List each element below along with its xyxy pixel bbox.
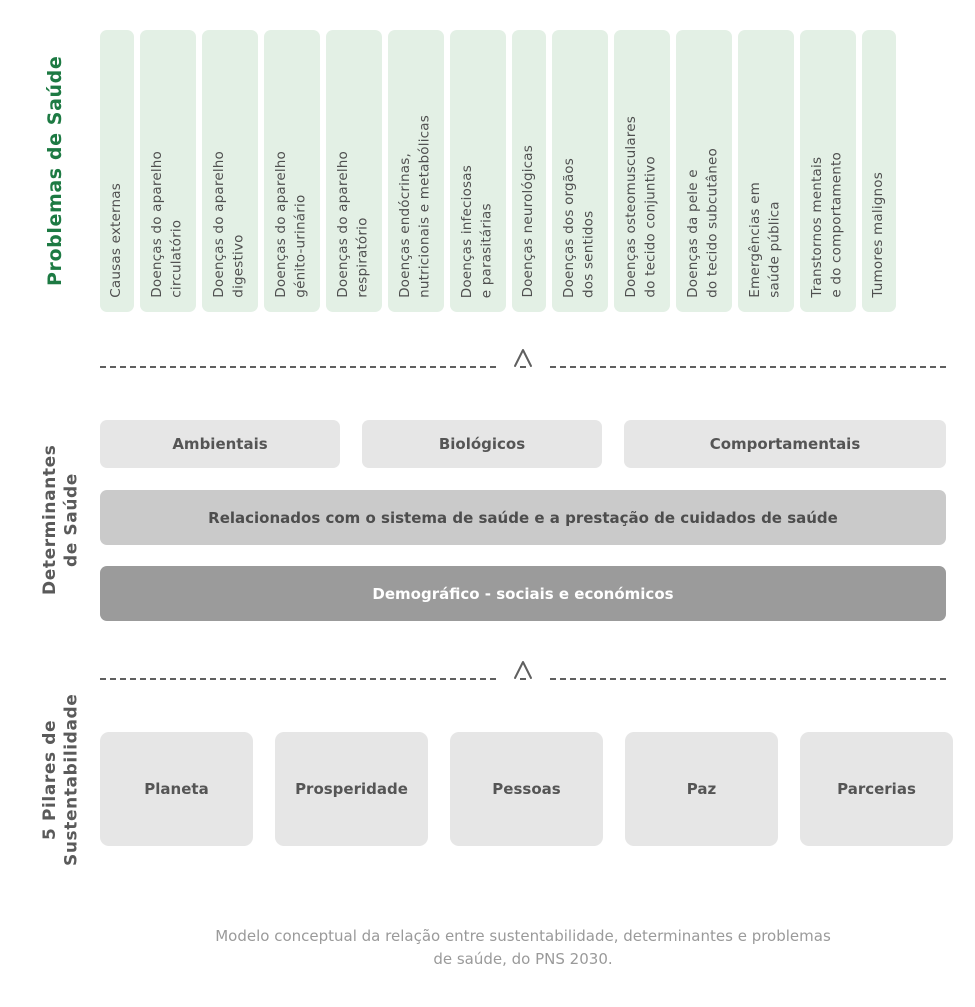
pillar-box[interactable]: Prosperidade	[275, 732, 428, 846]
problem-card-label: Doenças endócrinas, nutricionais e metab…	[397, 115, 433, 298]
figure-caption: Modelo conceptual da relação entre suste…	[215, 927, 831, 968]
section-label-determinantes-de-saude: Determinantes de Saúde	[40, 444, 82, 596]
problem-card-label: Transtornos mentais e do comportamento	[809, 152, 845, 298]
problem-card[interactable]: Tumores malignos	[862, 30, 896, 312]
problem-card[interactable]: Emergências em saúde pública	[738, 30, 794, 312]
problems-card-row: Causas externas Doenças do aparelho circu…	[100, 30, 946, 312]
pillar-box[interactable]: Paz	[625, 732, 778, 846]
pillar-box[interactable]: Pessoas	[450, 732, 603, 846]
determinant-bar-sistema-de-saude: Relacionados com o sistema de saúde e a …	[100, 490, 946, 545]
problem-card[interactable]: Doenças infeciosas e parasitárias	[450, 30, 506, 312]
problem-card-label: Doenças neurológicas	[520, 145, 537, 298]
problem-card[interactable]: Transtornos mentais e do comportamento	[800, 30, 856, 312]
separator-problems-determinants	[100, 344, 946, 374]
problem-card-label: Tumores malignos	[870, 172, 887, 298]
problem-card-label: Doenças do aparelho génito-urinário	[273, 151, 309, 298]
determinant-bar-demografico-sociais-economicos: Demográfico - sociais e económicos	[100, 566, 946, 621]
problem-card-label: Doenças do aparelho digestivo	[211, 151, 247, 298]
determinant-box[interactable]: Comportamentais	[624, 420, 946, 468]
chevron-up-icon	[495, 656, 551, 680]
section-label-problemas-de-saude: Problemas de Saúde	[44, 55, 66, 287]
pillar-box[interactable]: Parcerias	[800, 732, 953, 846]
problem-card[interactable]: Doenças dos orgãos dos sentidos	[552, 30, 608, 312]
separator-determinants-pillars	[100, 656, 946, 686]
determinant-box[interactable]: Ambientais	[100, 420, 340, 468]
pillar-box[interactable]: Planeta	[100, 732, 253, 846]
dashed-line	[100, 366, 946, 368]
determinants-box-row: Ambientais Biológicos Comportamentais	[100, 420, 946, 468]
problem-card-label: Doenças dos orgãos dos sentidos	[561, 158, 597, 298]
problem-card[interactable]: Doenças da pele e do tecido subcutâneo	[676, 30, 732, 312]
problem-card[interactable]: Doenças do aparelho digestivo	[202, 30, 258, 312]
problem-card[interactable]: Causas externas	[100, 30, 134, 312]
problem-card-label: Doenças do aparelho respiratório	[335, 151, 371, 298]
section-label-5-pilares-de-sustentabilidade: 5 Pilares de Sustentabilidade	[40, 693, 82, 867]
determinant-box[interactable]: Biológicos	[362, 420, 602, 468]
problem-card[interactable]: Doenças neurológicas	[512, 30, 546, 312]
chevron-up-icon	[495, 344, 551, 368]
problem-card-label: Doenças osteomusculares do tecido conjun…	[623, 116, 659, 298]
dashed-line	[100, 678, 946, 680]
problem-card[interactable]: Doenças do aparelho génito-urinário	[264, 30, 320, 312]
problem-card[interactable]: Doenças do aparelho circulatório	[140, 30, 196, 312]
problem-card-label: Doenças do aparelho circulatório	[149, 151, 185, 298]
problem-card-label: Causas externas	[108, 183, 125, 298]
problem-card-label: Doenças infeciosas e parasitárias	[459, 164, 495, 298]
problem-card-label: Emergências em saúde pública	[747, 182, 783, 298]
problem-card[interactable]: Doenças do aparelho respiratório	[326, 30, 382, 312]
problem-card[interactable]: Doenças osteomusculares do tecido conjun…	[614, 30, 670, 312]
problem-card-label: Doenças da pele e do tecido subcutâneo	[685, 148, 721, 298]
problem-card[interactable]: Doenças endócrinas, nutricionais e metab…	[388, 30, 444, 312]
